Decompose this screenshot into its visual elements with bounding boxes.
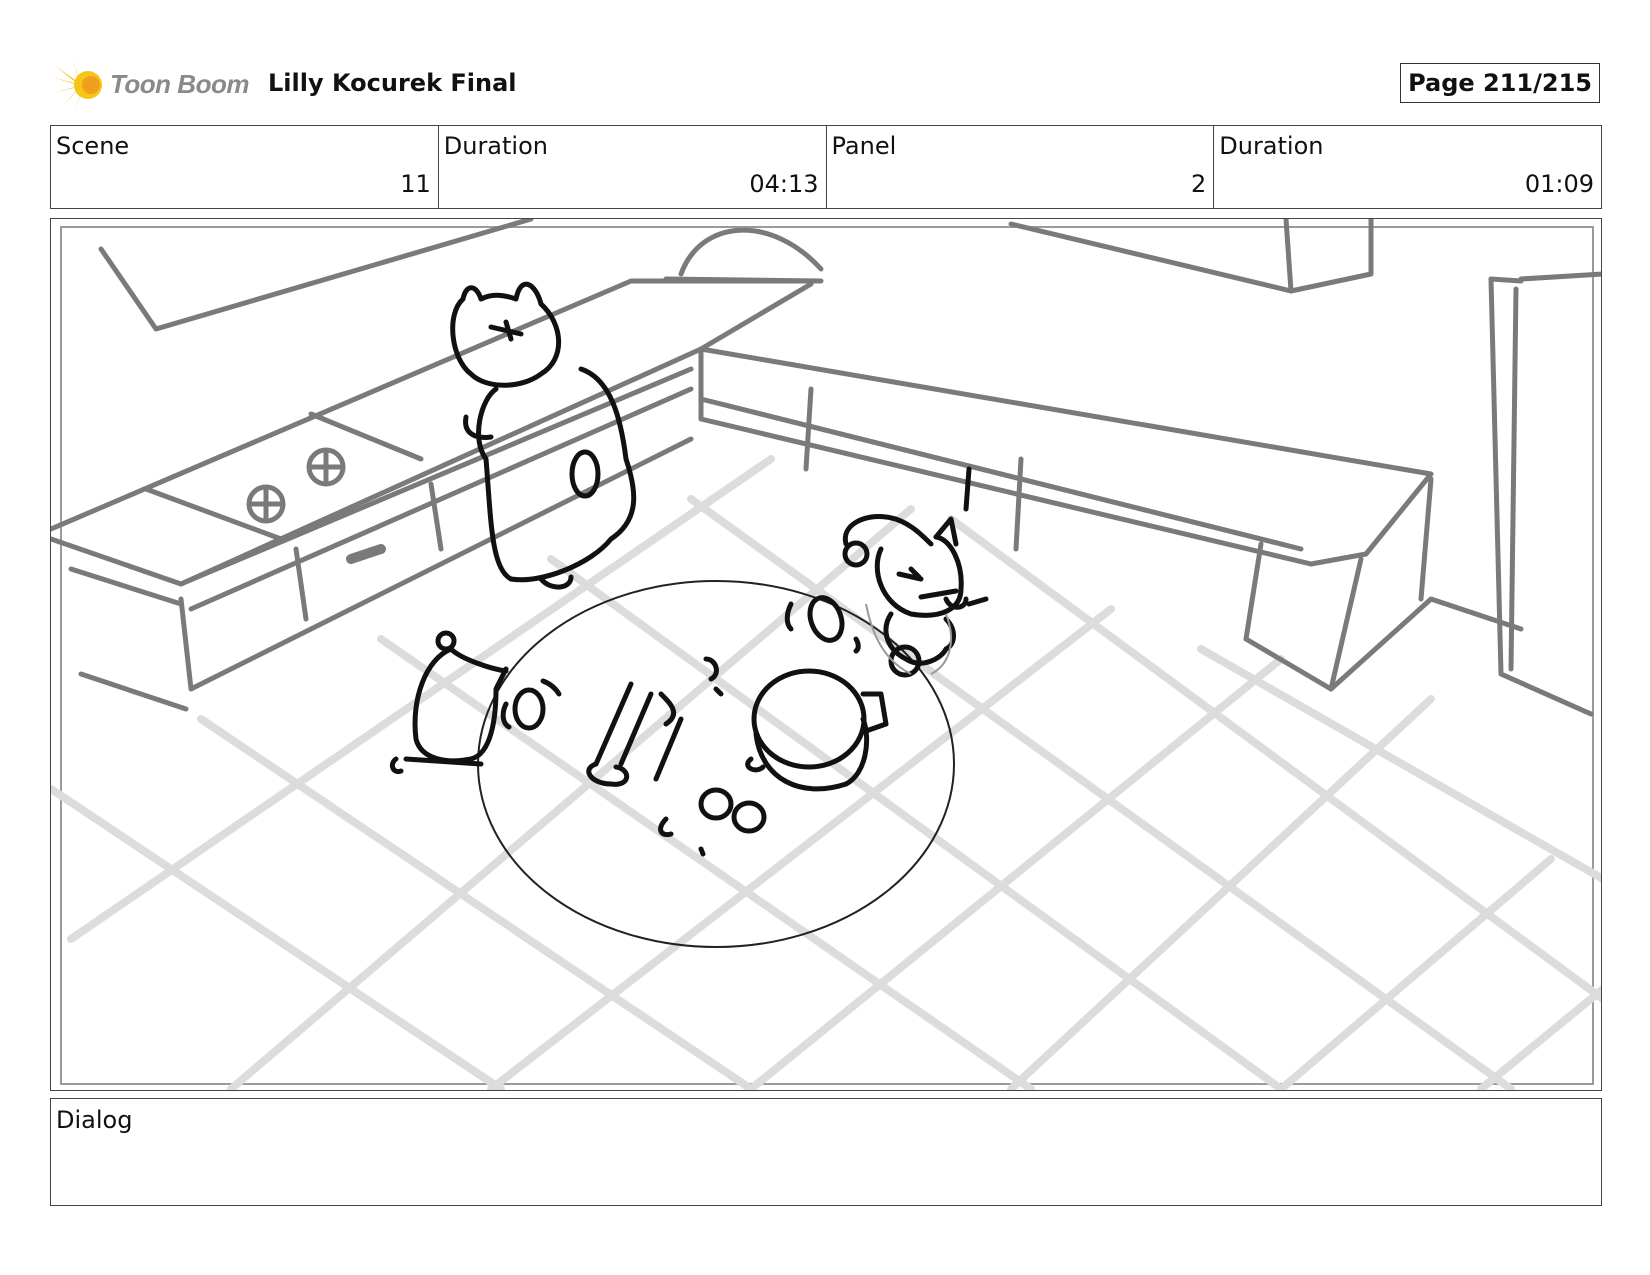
character-sketches (389, 281, 989, 857)
motion-lines (865, 603, 952, 675)
panel-cell: Panel 2 (827, 126, 1215, 208)
scene-duration-label: Duration (443, 132, 548, 160)
panel-label: Panel (831, 132, 897, 160)
logo-wordmark: Toon Boom (110, 69, 249, 99)
project-title: Lilly Kocurek Final (268, 69, 517, 97)
storyboard-header: Toon Boom Lilly Kocurek Final Page 211/2… (50, 55, 1600, 115)
dialog-label: Dialog (56, 1106, 133, 1134)
panel-duration-label: Duration (1219, 132, 1324, 160)
scene-duration-cell: Duration 04:13 (439, 126, 827, 208)
safe-frame (60, 226, 1594, 1085)
scene-info-table: Scene 11 Duration 04:13 Panel 2 Duration… (50, 125, 1602, 209)
panel-duration-cell: Duration 01:09 (1214, 126, 1601, 208)
panel-duration-value: 01:09 (1524, 170, 1594, 198)
page-number-box: Page 211/215 (1400, 63, 1600, 103)
floor-tiles (51, 455, 1601, 1090)
scene-duration-value: 04:13 (749, 170, 819, 198)
kitchen-cabinets (51, 219, 1601, 717)
kitchen-sketch-drawing (51, 219, 1601, 1090)
panel-value: 2 (1190, 170, 1207, 198)
starburst-icon (52, 59, 102, 111)
scene-label: Scene (56, 132, 130, 160)
toon-boom-logo: Toon Boom (52, 57, 252, 113)
dialog-box: Dialog (50, 1098, 1602, 1206)
scene-value: 11 (400, 170, 431, 198)
storyboard-panel (50, 218, 1602, 1091)
scene-cell: Scene 11 (51, 126, 439, 208)
